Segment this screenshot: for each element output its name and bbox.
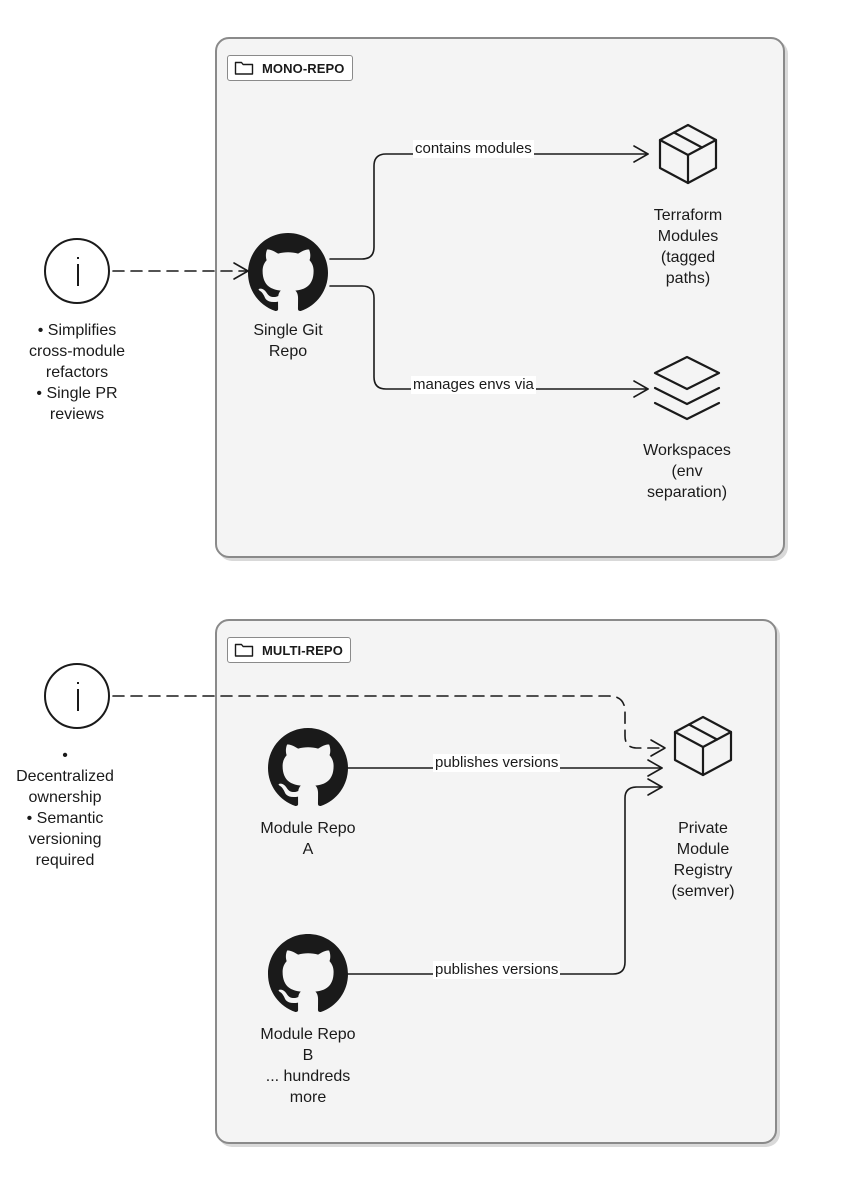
terraform-modules-label: Terraform Modules (tagged paths) <box>653 207 723 287</box>
note-line: required <box>35 852 95 869</box>
package-box-icon[interactable] <box>655 121 721 187</box>
mono-repo-group-title: MONO-REPO <box>262 60 345 76</box>
folder-icon <box>234 643 254 657</box>
layers-icon[interactable] <box>651 352 723 424</box>
workspaces-label: Workspaces (env separation) <box>643 442 731 501</box>
note-line: refactors <box>45 364 109 381</box>
arrowhead <box>633 380 649 398</box>
single-git-repo-label: Single Git Repo <box>253 322 323 360</box>
publishes-b-edge <box>345 786 663 975</box>
note-line: ownership <box>28 789 102 806</box>
info-icon[interactable] <box>44 663 110 729</box>
note-line: • Semantic <box>26 810 104 827</box>
contains-modules-label: contains modules <box>413 140 534 158</box>
arrowhead <box>633 145 649 163</box>
private-registry-label: Private Module Registry (semver) <box>671 820 735 900</box>
folder-icon <box>234 61 254 75</box>
publishes-versions-a-label: publishes versions <box>433 754 561 772</box>
mono-repo-note: • Simplifies cross-module refactors • Si… <box>12 320 142 425</box>
note-line: • Simplifies <box>37 322 117 339</box>
multi-repo-note: • Decentralized ownership • Semantic ver… <box>0 745 130 871</box>
arrowhead <box>233 262 249 280</box>
multi-repo-group-title: MULTI-REPO <box>262 642 343 658</box>
manages-envs-label: manages envs via <box>411 376 536 394</box>
note-line: cross-module <box>28 343 126 360</box>
note-line: Decentralized <box>16 768 114 785</box>
package-box-icon[interactable] <box>670 713 736 779</box>
github-icon[interactable] <box>248 233 328 313</box>
mono-repo-group-tag: MONO-REPO <box>227 55 353 81</box>
multi-repo-group-tag: MULTI-REPO <box>227 637 351 663</box>
module-repo-a-label: Module Repo A <box>260 820 356 858</box>
contains-modules-edge <box>329 153 649 260</box>
module-repo-b-label: Module Repo B ... hundreds more <box>260 1026 356 1106</box>
arrowhead <box>647 759 663 777</box>
note-to-registry-edge <box>112 695 663 749</box>
note-line: • Single PR <box>36 385 118 402</box>
note-line: • <box>62 747 68 764</box>
info-icon[interactable] <box>44 238 110 304</box>
manages-envs-edge <box>329 285 649 390</box>
note-line: versioning <box>28 831 102 848</box>
arrowhead <box>647 778 663 796</box>
arrowhead <box>650 739 666 757</box>
github-icon[interactable] <box>268 934 348 1014</box>
multi-repo-group <box>215 619 777 1144</box>
github-icon[interactable] <box>268 728 348 808</box>
note-line: reviews <box>49 406 105 423</box>
publishes-versions-b-label: publishes versions <box>433 961 561 979</box>
